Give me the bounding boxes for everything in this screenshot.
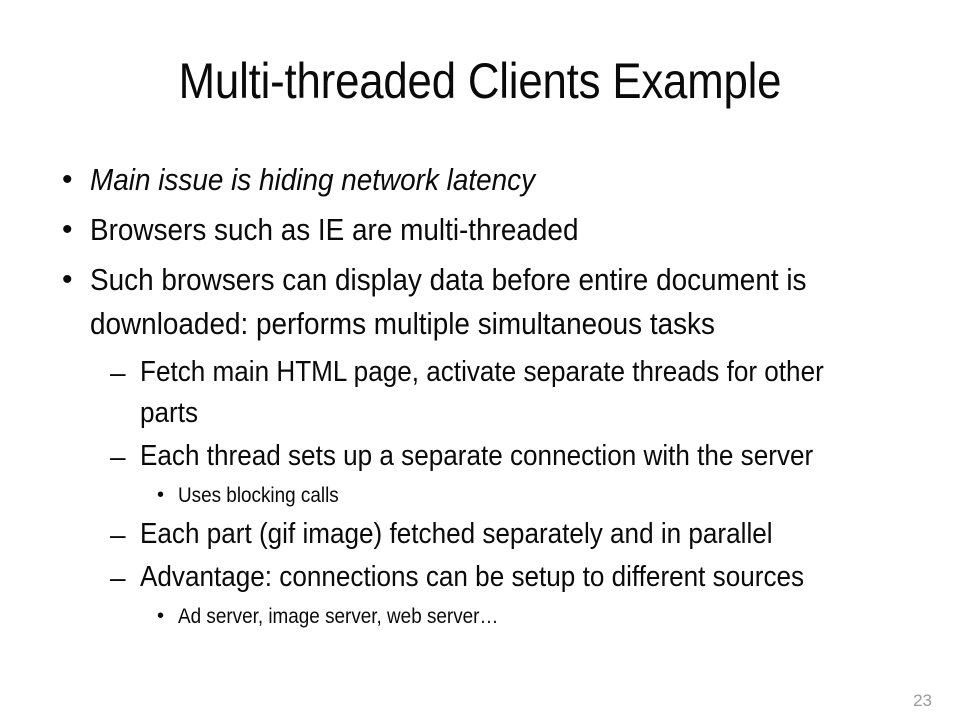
dash-marker-icon: – bbox=[110, 562, 126, 593]
bullet-item-l2: –Each thread sets up a separate connecti… bbox=[0, 436, 960, 477]
bullet-item-l2: –Each part (gif image) fetched separatel… bbox=[0, 514, 960, 555]
bullet-item-l1: • Main issue is hiding network latency bbox=[0, 158, 960, 202]
bullet-marker-icon: • bbox=[62, 213, 73, 246]
bullet-text: Ad server, image server, web server… bbox=[178, 605, 499, 628]
bullet-marker-icon: • bbox=[62, 263, 73, 296]
bullet-item-l2: –Advantage: connections can be setup to … bbox=[0, 557, 960, 598]
bullet-marker-icon: • bbox=[62, 163, 73, 196]
bullet-text: Main issue is hiding network latency bbox=[90, 162, 536, 197]
bullet-text: Advantage: connections can be setup to d… bbox=[140, 561, 805, 593]
bullet-text: Each part (gif image) fetched separately… bbox=[140, 518, 773, 550]
page-number: 23 bbox=[913, 691, 932, 710]
dash-marker-icon: – bbox=[110, 441, 126, 472]
bullet-item-l2: –Fetch main HTML page, activate separate… bbox=[0, 352, 960, 434]
bullet-marker-icon: • bbox=[157, 484, 165, 506]
page-title: Multi-threaded Clients Example bbox=[178, 53, 782, 109]
dash-marker-icon: – bbox=[110, 357, 126, 388]
bullet-text: Each thread sets up a separate connectio… bbox=[140, 440, 814, 472]
bullet-text: Uses blocking calls bbox=[178, 484, 339, 507]
bullet-item-l1: • Such browsers can display data before e… bbox=[0, 258, 960, 346]
bullet-text: Browsers such as IE are multi-threaded bbox=[90, 212, 579, 247]
bullet-item-l1: • Browsers such as IE are multi-threaded bbox=[0, 208, 960, 252]
dash-marker-icon: – bbox=[110, 519, 126, 550]
bullet-list: • Main issue is hiding network latency • Br… bbox=[0, 158, 960, 635]
bullet-item-l3: • Ad server, image server, web server… bbox=[0, 600, 960, 633]
bullet-text: Such browsers can display data before en… bbox=[90, 262, 807, 341]
bullet-item-l3: • Uses blocking calls bbox=[0, 479, 960, 512]
bullet-marker-icon: • bbox=[157, 605, 165, 627]
bullet-text: Fetch main HTML page, activate separate … bbox=[140, 356, 824, 429]
